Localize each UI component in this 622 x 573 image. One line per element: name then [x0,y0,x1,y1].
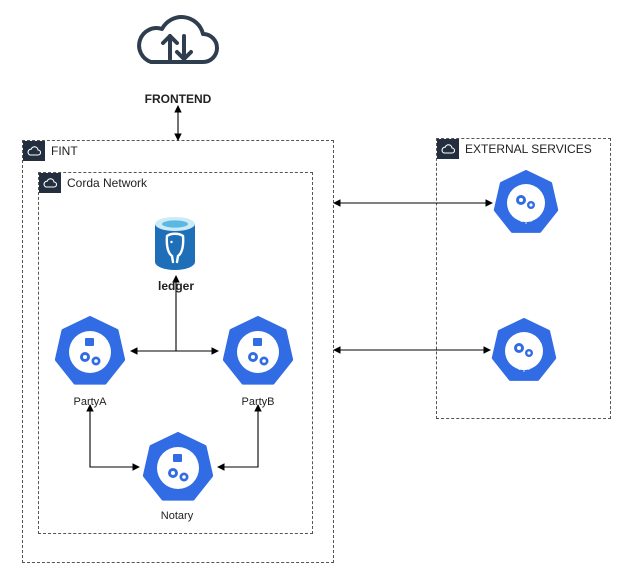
partya-notary-connector [86,404,140,471]
cloud-icon [437,139,459,159]
api-service-2: api [490,318,558,384]
kubernetes-pod-icon [222,316,294,385]
kubernetes-pod-icon [142,432,214,501]
external-services-group-label: EXTERNAL SERVICES [465,142,592,156]
corda-network-group: Corda Network [38,172,313,534]
kubernetes-pod-icon [54,316,126,385]
fint-group-label: FINT [51,144,78,158]
party-a-label: PartyA [73,396,107,408]
api-label: api [519,214,533,224]
partyb-notary-connector [217,404,262,471]
frontend-label: FRONTEND [144,92,212,106]
party-b-label: PartyB [241,396,275,408]
corda-network-group-label: Corda Network [67,176,148,190]
external-services-group: EXTERNAL SERVICES [436,138,611,419]
postgresql-database-icon [155,217,195,270]
ledger-label: ledger [157,279,195,293]
cloud-upload-download-icon [137,15,219,64]
notary-label: Notary [160,510,194,522]
api-service-1: api [492,170,560,236]
cloud-icon [23,141,45,161]
fint-group-header: FINT [23,141,78,161]
api-label: api [517,362,531,372]
corda-network-group-header: Corda Network [39,173,147,193]
external-services-group-header: EXTERNAL SERVICES [437,139,592,159]
kubernetes-pod-icon [491,318,557,381]
cloud-icon [39,173,61,193]
kubernetes-pod-icon [493,170,559,233]
